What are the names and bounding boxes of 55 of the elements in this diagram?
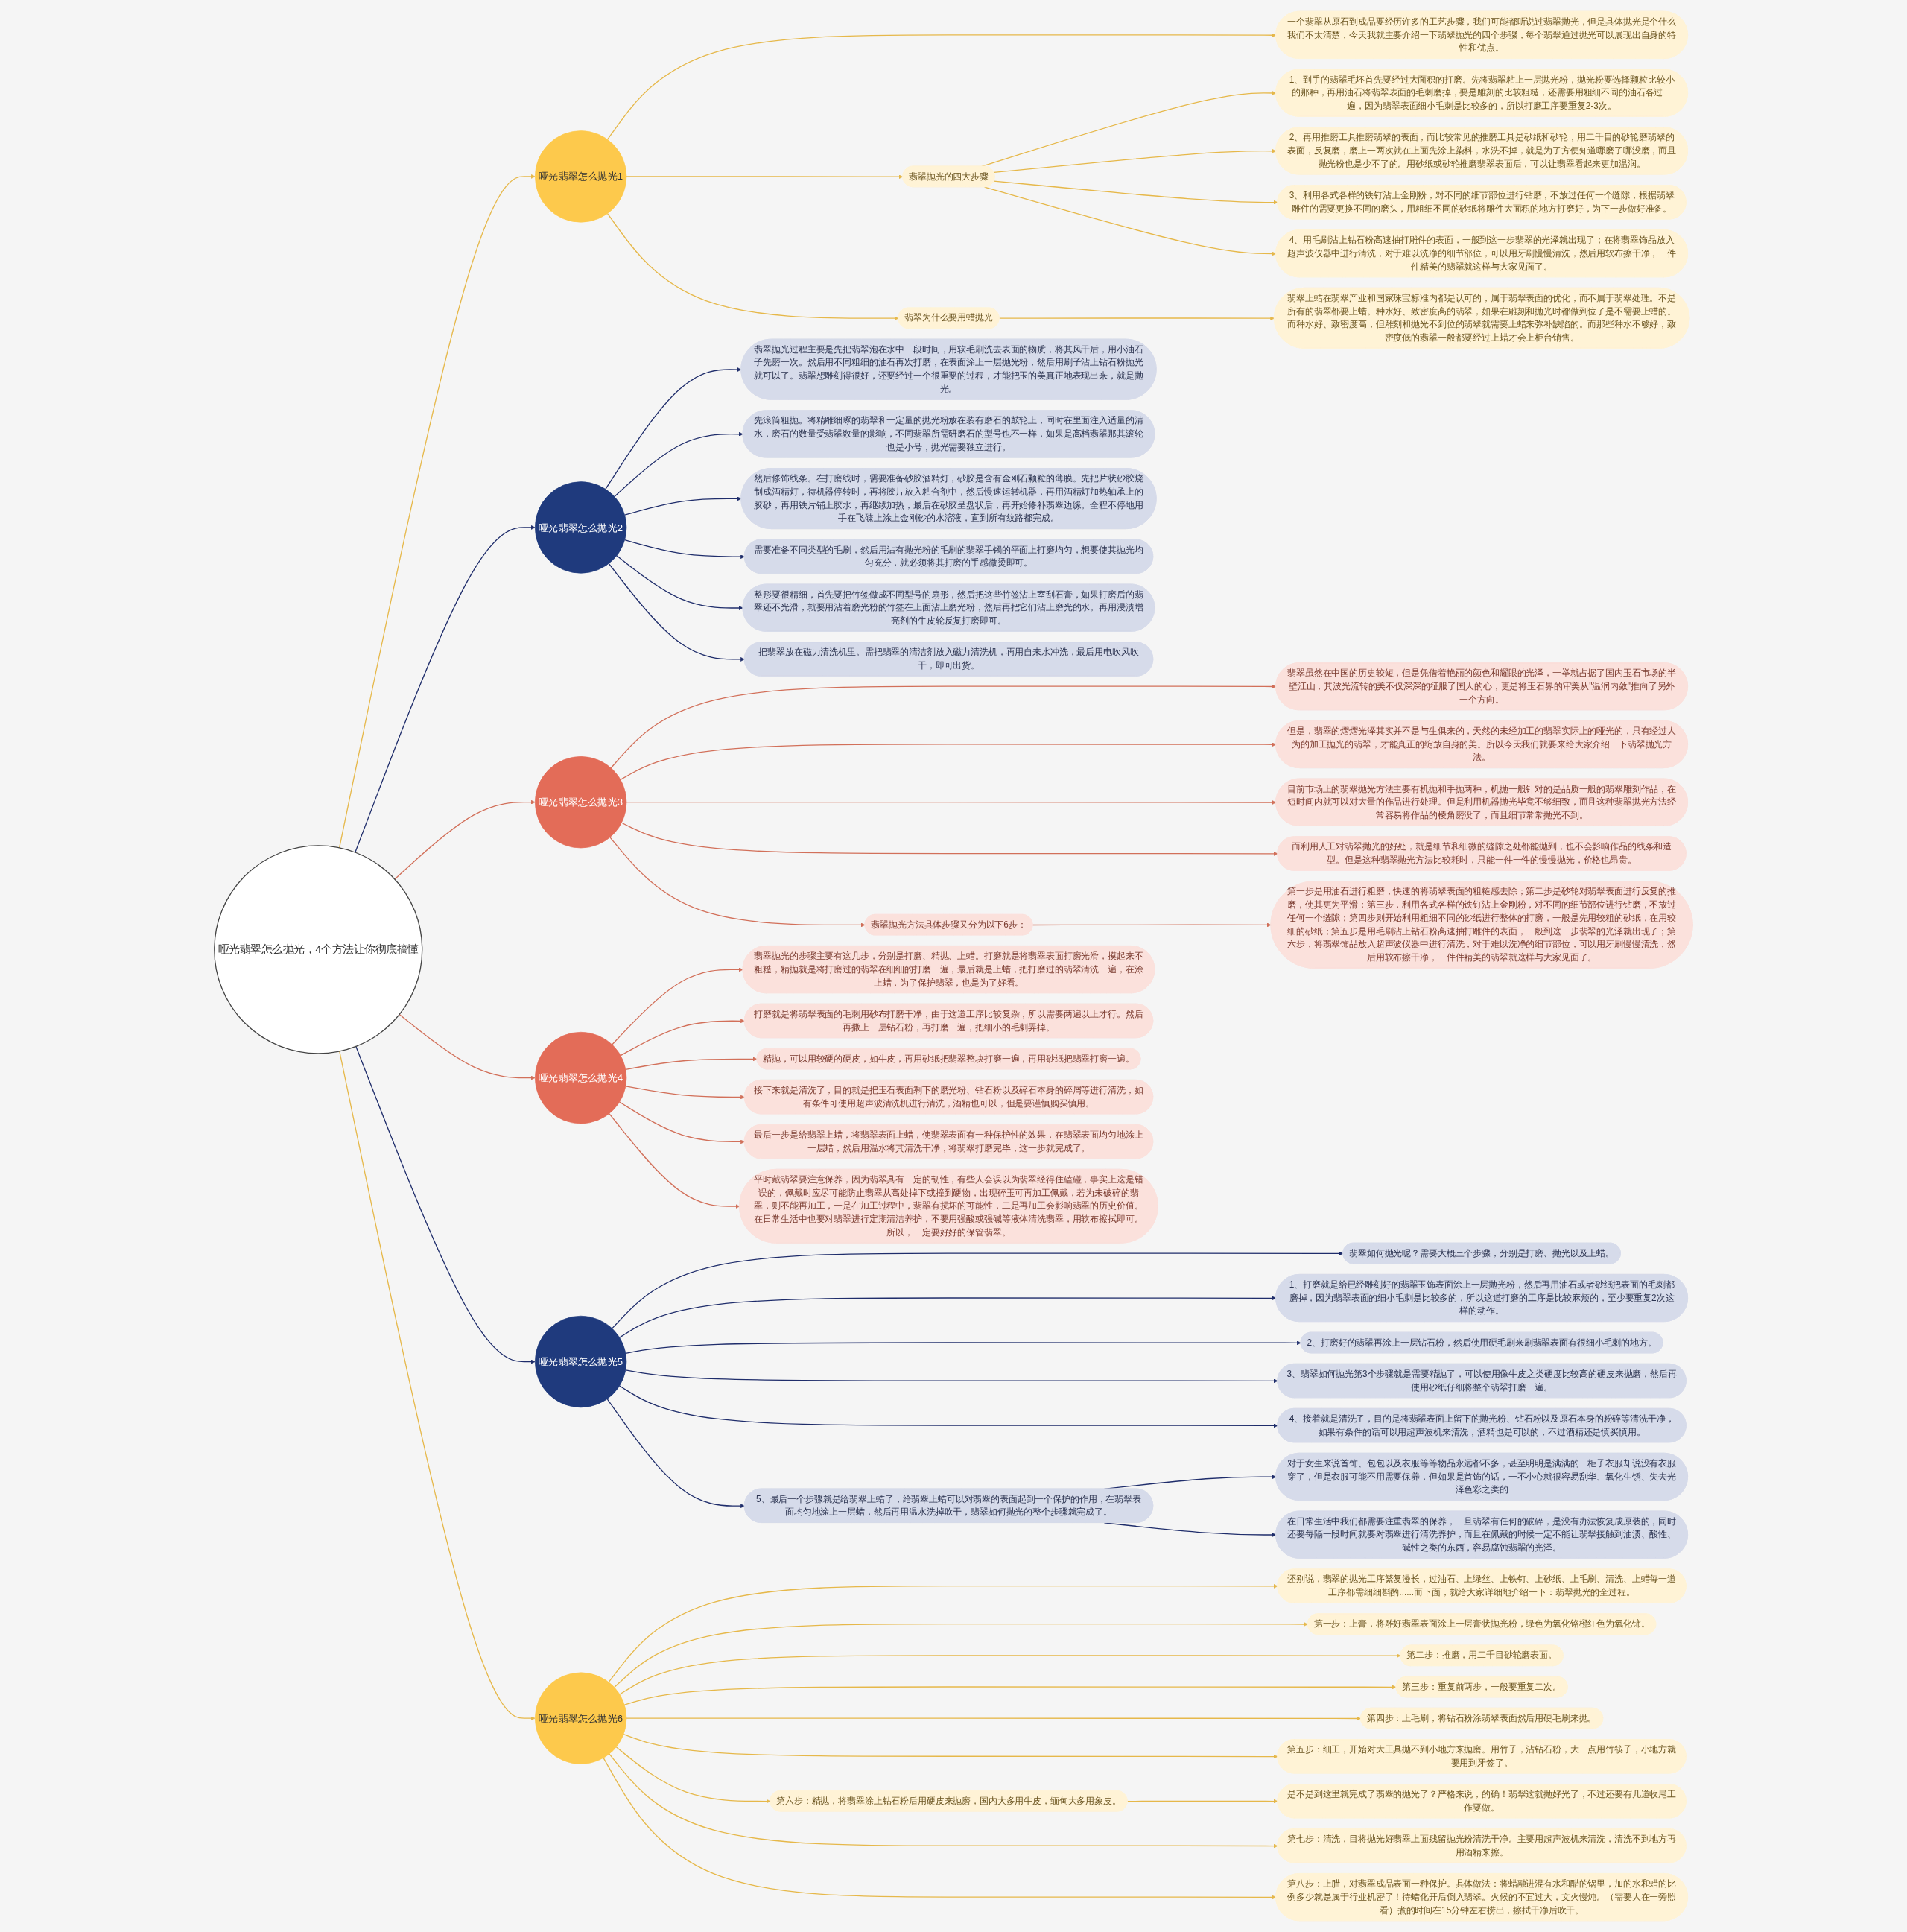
arrow [998, 316, 1275, 321]
arrow [399, 1013, 536, 1080]
arrow [614, 431, 743, 498]
arrow [626, 1716, 1362, 1721]
arrow [605, 367, 742, 490]
arrow [606, 33, 1277, 140]
arrow [624, 496, 742, 516]
arrow [1126, 1799, 1278, 1804]
arrow [625, 1340, 1301, 1354]
arrow [608, 563, 745, 662]
node-circle [535, 130, 627, 223]
mind-map: 哑光翡翠怎么抛光，4个方法让你彻底搞懂 哑光翡翠怎么抛光1 一个翡翠从原石到成品要经历许多的工艺步骤，我们可能都听说过翡翠抛光，但是具体抛光是个什么我们不太清楚，今天我就主要介绍一下翡翠抛光的四个步骤，每个翡翠通过抛光可以展现出自身的特性和优点。 翡翠抛光的四大步骤 1、到手的翡翠毛坯首先要经过大面积的打磨。先将翡翠粘上一层抛光粉，抛光粉要选择颗粒比较小的那种，再用油石将翡翠表面的毛刺磨掉，要是雕刻的比较粗糙，还需要用粗细不同的油石各过一遍，因为翡翠表面细小毛刺是比较多的，所以打磨工序要重复2-3次。 2、再用推磨工具推磨翡翠的表面，而比较常见的推磨工具是砂纸和砂轮，用二千目的砂轮磨翡翠的表面，反复磨，磨上一两次就在上面先涂上染料，水洗不掉，就是为了方便知道哪磨了哪没磨，而且抛光粉也是少不了的。用砂纸或砂轮推磨翡翠表面后，可以让翡翠看起来更加温润。 3、利用各式各样的铁钉沾上金刚粉，对不同的细节部位进行钻磨，不放过任何一个缝隙，根据翡翠雕件的需要更换不同的磨头，用粗细不同的砂纸将雕件大面积的地方打磨好，为下一步做好准备。 4、用毛刷沾上钻石粉高速抽打雕件的表面，一般到这一步翡翠的光泽就出现了；在将翡翠饰品放入超声波仪器中进行清洗，对于难以洗净的细节部位，可以用牙刷慢慢清洗，然后用软布擦干净，一件件精美的翡翠就这样与大家见面了。 翡翠为什么要用蜡抛光 翡翠上蜡在翡翠产业和国家珠宝标准内都是认可的，属于翡翠表面的优化，而不属于翡翠处理。不是所有的翡翠都要上蜡。种水好、致密度高的翡翠，如果在雕刻和抛光时都做到位了是不需要上蜡的。而种水好、致密度高，但雕刻和抛光不到位的翡翠就需要上蜡来弥补缺陷的。而那些种水不够好，致密度低的翡翠一般都要经过上蜡才会上柜台销售。 哑光翡翠怎么抛光2 翡翠抛光过程主要是先把翡翠泡在水中一段时间，用软毛刷洗去表面的物质，将其风干后，用小油石子先磨一次。然后用不同粗细的油石再次打磨，在表面涂上一层抛光粉，然后用刷子沾上钻石粉抛光就可以了。翡翠想雕刻得很好，还要经过一个很重要的过程，才能把玉的美真正地表现出来，就是抛光。 先滚筒粗抛。将精雕细琢的翡翠和一定量的抛光粉放在装有磨石的鼓轮上，同时在里面注入适量的清水，磨石的数量受翡翠数量的影响，不同翡翠所需研磨石的型号也不一样，如果是高档翡翠那其滚轮也是小号，抛光需要独立进行。 然后修饰线条。在打磨线时，需要准备砂胶酒精灯，砂胶是含有金刚石颗粒的薄膜。先把片状砂胶烧制成酒精灯，待机器停转时，再将胶片放入粘合剂中，然后慢速运转机器，再用酒精灯加热轴承上的胶砂，再用铁片铺上胶水，再继续加热，最后在砂胶呈盘状后，再开始修补翡翠边缘。全程不停地用手在飞碟上涂上金刚砂的水溶液，直到所有纹路都完成。 需要准备不同类型的毛刷，然后用沾有抛光粉的毛刷的翡翠手镯的平面上打磨均匀，想要使其抛光均匀充分，就必须将其打磨的手感微烫即可。 整形要很精细，首先要把竹签做成不同型号的扇形，然后把这些竹签沾上室刮石膏，如果打磨后的翡翠还不光滑，就要用沾着磨光粉的竹签在上面沾上磨光粉，然后再把它们沾上磨光的水。再用浸渍增亮剂的牛皮轮反复打磨即可。 把翡翠放在磁力清洗机里。需把翡翠的清洁剂放入磁力清洗机，再用自来水冲洗，最后用电吹风吹干，即可出货。 哑光翡翠怎么抛光3 翡翠虽然在中国的历史较短，但是凭借着艳丽的颜色和耀眼的光泽，一举就占据了国内玉石市场的半壁江山，其波光流转的美不仅深深的征服了国人的心，更是将玉石界的审美从"温润内敛"推向了另外一个方向。 但是，翡翠的熠熠光泽其实并不是与生俱来的，天然的未经加工的翡翠实际上的哑光的，只有经过人为的加工抛光的翡翠，才能真正的绽放自身的美。所以今天我们就要来给大家介绍一下翡翠抛光方法。 目前市场上的翡翠抛光方法主要有机抛和手抛两种，机抛一般针对的是品质一般的翡翠雕刻作品，在短时间内就可以对大量的作品进行处理。但是利用机器抛光毕竟不够细致，而且这种翡翠抛光方法经常容易将作品的棱角磨没了，而且细节常常抛光不到。 而利用人工对翡翠抛光的好处，就是细节和细微的缝隙之处都能抛到，也不会影响作品的线条和造型。但是这种翡翠抛光方法比较耗时，只能一件一件的慢慢抛光，价格也昂贵。 翡翠抛光方法具体步骤又分为以下6步： 第一步是用油石进行粗磨，快速的将翡翠表面的粗糙感去除；第二步是砂轮对翡翠表面进行反复的推磨，使其更为平滑；第三步，利用各式各样的铁钉沾上金刚粉，对不同的细节部位进行钻磨，不放过任何一个缝隙；第四步则开始利用粗细不同的砂纸进行整体的打磨，一般是先用较粗的砂纸，在用较细的砂纸；第五步是用毛刷沾上钻石粉高速抽打雕件的表面，一般到这一步翡翠的光泽就出现了；第六步，将翡翠饰品放入超声波仪器中进行清洗，对于难以洗净的细节部位，可以用牙刷慢慢清洗，然后用软布擦干净，一件件精美的翡翠就这样与大家见面了。 哑光翡翠怎么抛光4 翡翠抛光的步骤主要有这几步，分别是打磨、精抛、上蜡。打磨就是将翡翠表面打磨光滑，摸起来不粗糙，精抛就是将打磨过的翡翠在细细的打磨一遍，最后就是上蜡，把打磨过的翡翠清洗一遍，在涂上蜡，为了保护翡翠，也是为了好看。 打磨就是将翡翠表面的毛刺用砂布打磨干净，由于这道工序比较复杂，所以需要两遍以上才行。然后再撒上一层钻石粉，再打磨一遍，把细小的毛刺弄掉。 精抛，可以用较硬的硬皮，如牛皮，再用砂纸把翡翠整块打磨一遍，再用砂纸把翡翠打磨一遍。 接下来就是清洗了，目的就是把玉石表面剩下的磨光粉、钻石粉以及碎石本身的碎屑等进行清洗，如有条件可使用超声波清洗机进行清洗，酒精也可以，但是要谨慎购买慎用。 最后一步是给翡翠上蜡，将翡翠表面上蜡，使翡翠表面有一种保护性的效果，在翡翠表面均匀地涂上一层蜡，然后用温水将其清洗干净，将翡翠打磨完毕，这一步就完成了。 平时戴翡翠要注意保养，因为翡翠具有一定的韧性，有些人会误以为翡翠经得住磕碰，事实上这是错误的，佩戴时应尽可能防止翡翠从高处掉下或撞到硬物，出现碎玉可再加工佩戴，若为未破碎的翡翠，则不能再加工，一是在加工过程中，翡翠有损坏的可能性，二是再加工会影响翡翠的历史价值。在日常生活中也要对翡翠进行定期清洁养护，不要用强酸或强碱等液体清洗翡翠，用软布擦拭即可。所以，一定要好好的保管翡翠。 哑光翡翠怎么抛光5 翡翠如何抛光呢？需要大概三个步骤，分别是打磨、抛光以及上蜡。 1、打磨就是给已经雕刻好的翡翠玉饰表面涂上一层抛光粉，然后再用油石或者砂纸把表面的毛刺都磨掉，因为翡翠表面的细小毛刺是比较多的，所以这道打磨的工序是比较麻烦的，至少要重复2次这样的动作。 2、打磨好的翡翠再涂上一层钻石粉，然后使用硬毛刷来刷翡翠表面有很细小毛刺的地方。 3、翡翠如何抛光第3个步骤就是需要精抛了，可以使用像牛皮之类硬度比较高的硬皮来抛磨，然后再使用砂纸仔细将整个翡翠打磨一遍。 4、接着就是清洗了，目的是将翡翠表面上留下的抛光粉、钻石粉以及原石本身的粉碎等清洗干净，如果有条件的话可以用超声波机来清洗，酒精也是可以的，不过酒精还是慎买慎用。 5、最后一个步骤就是给翡翠上蜡了，给翡翠上蜡可以对翡翠的表面起到一个保护的作用，在翡翠表面均匀地涂上一层蜡，然后再用温水洗掉吹干，翡翠如何抛光的整个步骤就完成了。 对于女生来说首饰、包包以及衣服等等物品永远都不多，甚至明明是满满的一柜子衣服却说没有衣服穿了，但是衣服可能不用需要保养，但如果是首饰的话，一不小心就很容易刮华、氧化生锈、失去光泽色彩之类的 在日常生活中我们都需要注重翡翠的保养，一旦翡翠有任何的破碎，是没有办法恢复成原装的，同时还要每隔一段时间就要对翡翠进行清洗养护，而且在佩戴的时候一定不能让翡翠接触到油渍、酸性、碱性之类的东西，容易腐蚀翡翠的光泽。 哑光翡翠怎么抛光6 还别说，翡翠的抛光工序繁复漫长，过油石、上绿丝、上铁钉、上砂纸、上毛刷、清洗、上蜡每一道工序都需细细斟酌......而下面，就给大家详细地介绍一下：翡翠抛光的全过程。 第一步：上膏，将雕好翡翠表面涂上一层膏状抛光粉，绿色为氧化铬橙红色为氧化铈。 第二步：推磨，用二千目砂轮磨表面。 第三步：重复前两步，一般要重复二次。 第四步：上毛刷，将钻石粉涂翡翠表面然后用硬毛刷来抛。 第五步：细工，开始对大工具抛不到小地方来抛磨。用竹子，沾钻石粉，大一点用竹筷子，小地方就要用到牙签了。 第六步：精抛，将翡翠涂上钻石粉后用硬皮来抛磨，国内大多用牛皮，缅甸大多用象皮。 是不是到这里就完成了翡翠的抛光了？严格来说，的确！翡翠这就抛好光了，不过还要有几道收尾工作要做。 第七步：清洗，目将抛光好翡翠上面残留抛光粉清洗干净。主要用超声波机来清洗，清洗不到地方再用酒精来擦。 第八步：上腊，对翡翠成品表面一种保护。具体做法：将蜡融进混有水和醋的锅里，加的水和蜡的比例多少就是属于行业机密了！待蜡化开后倒入翡翠。火候的不宜过大，文火慢炖。（需要人在一旁照看）煮的时间在15分钟左右捞出，擦拭干净后吹干。 [7, 7, 1900, 1925]
arrow [606, 212, 899, 321]
arrow [620, 1019, 745, 1057]
node-circle [535, 1031, 627, 1124]
arrow [609, 1753, 1278, 1849]
arrow [626, 800, 1277, 805]
arrow [625, 1057, 758, 1071]
node-circle [535, 1672, 627, 1764]
arrow [355, 525, 536, 853]
arrow [624, 539, 745, 560]
arrow [612, 1251, 1344, 1329]
arrow [609, 1112, 740, 1209]
arrow [338, 174, 536, 849]
arrow [610, 684, 1277, 769]
arrow [1032, 922, 1272, 928]
arrow [983, 186, 1277, 256]
node-circle [214, 845, 423, 1054]
arrow [623, 1685, 1397, 1705]
arrow [619, 1296, 1277, 1338]
arrow [609, 837, 866, 928]
arrow [608, 1584, 1278, 1683]
arrow [355, 1045, 536, 1364]
arrow [606, 1398, 745, 1508]
arrow [612, 967, 743, 1045]
arrow [619, 1385, 1278, 1428]
arrow [619, 1653, 1401, 1695]
arrow [621, 822, 1278, 856]
arrow [615, 1746, 771, 1804]
arrow [614, 1622, 1308, 1688]
arrow [619, 1101, 745, 1144]
arrow [623, 1733, 1278, 1759]
node-circle [535, 1315, 627, 1408]
arrow [616, 555, 743, 610]
node-circle [535, 481, 627, 574]
arrow [625, 1369, 1278, 1384]
arrow [626, 174, 904, 180]
arrow [394, 799, 536, 880]
arrow [625, 1086, 745, 1100]
arrow [620, 742, 1277, 781]
arrow [339, 1051, 536, 1721]
arrow [993, 180, 1278, 205]
arrow [603, 1757, 1277, 1900]
arrow [993, 148, 1277, 174]
node-circle [535, 756, 627, 849]
